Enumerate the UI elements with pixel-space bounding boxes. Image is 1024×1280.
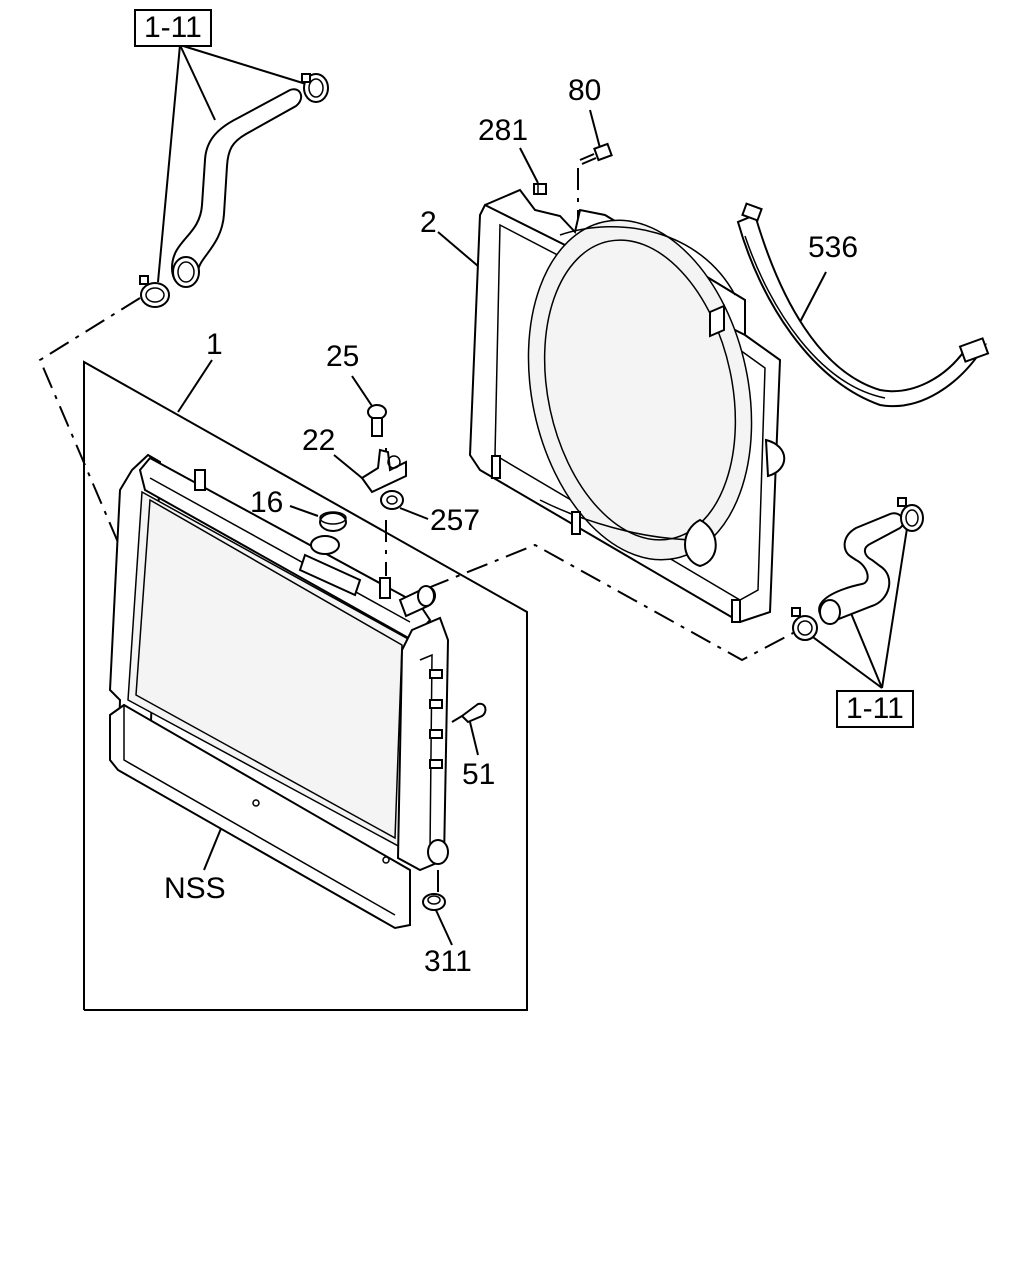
reference-box-upper-hose[interactable]: 1-11 bbox=[134, 9, 212, 47]
drain-plug-51 bbox=[451, 702, 487, 724]
lower-air-guide-nss bbox=[109, 703, 411, 930]
leader-lines bbox=[157, 44, 909, 946]
reference-box-lower-hose[interactable]: 1-11 bbox=[836, 690, 914, 728]
radiator bbox=[108, 453, 450, 872]
callout-22[interactable]: 22 bbox=[302, 424, 336, 457]
cap-16 bbox=[319, 511, 347, 532]
grommet-257 bbox=[380, 490, 404, 510]
callout-257[interactable]: 257 bbox=[430, 504, 481, 537]
callout-2[interactable]: 2 bbox=[420, 206, 437, 239]
lower-hose bbox=[791, 497, 924, 641]
callout-311[interactable]: 311 bbox=[424, 945, 472, 978]
clip-281 bbox=[533, 183, 547, 195]
cushion-311 bbox=[422, 893, 446, 911]
bracket-22 bbox=[360, 448, 407, 494]
bolt-25 bbox=[367, 404, 387, 437]
callout-1[interactable]: 1 bbox=[206, 328, 223, 361]
radiator-assembly-box bbox=[83, 360, 528, 1011]
callout-25[interactable]: 25 bbox=[326, 340, 360, 373]
callout-nss[interactable]: NSS bbox=[164, 872, 226, 905]
fan-shroud bbox=[468, 188, 786, 624]
bolt-80 bbox=[579, 142, 613, 165]
callout-16[interactable]: 16 bbox=[250, 486, 284, 519]
callout-281[interactable]: 281 bbox=[478, 114, 529, 147]
callout-80[interactable]: 80 bbox=[568, 74, 602, 107]
upper-hose bbox=[139, 73, 329, 308]
callout-536[interactable]: 536 bbox=[808, 231, 859, 264]
shroud-cover-536 bbox=[736, 202, 990, 408]
callout-51[interactable]: 51 bbox=[462, 758, 496, 791]
